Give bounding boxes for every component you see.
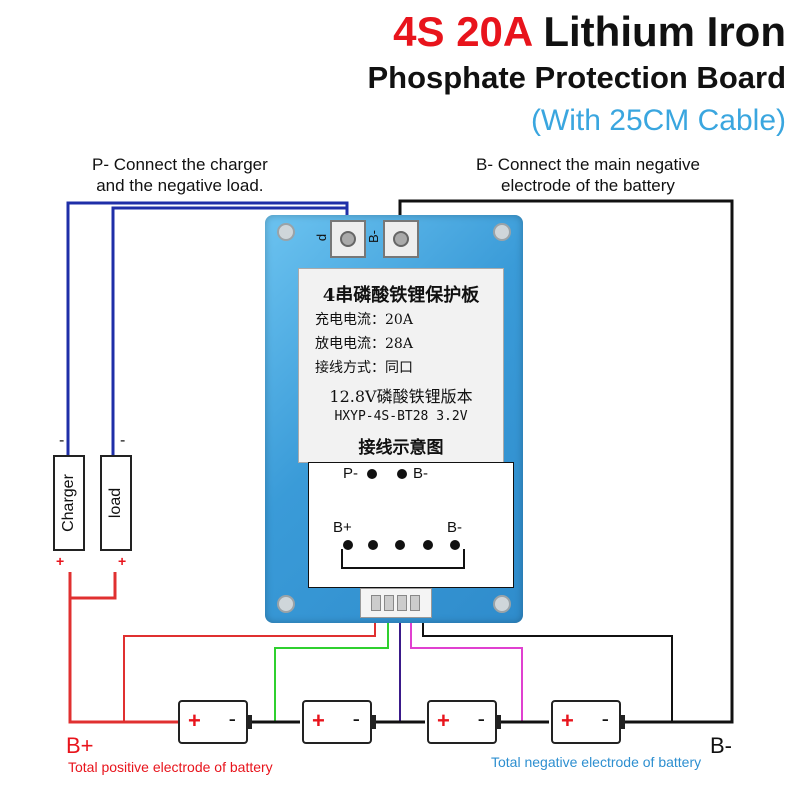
connector-pin [371, 595, 381, 611]
title-line1: 4S 20A Lithium Iron [393, 8, 786, 56]
battery-cell-4: +- [551, 700, 625, 744]
label-wiring-mode: 接线方式：同口 [315, 360, 413, 376]
mount-hole [277, 595, 295, 613]
p-minus-note-line1: P- Connect the charger [92, 155, 268, 174]
label-charge-current: 充电电流：20A [315, 312, 413, 328]
battery-cell-3: +- [427, 700, 501, 744]
pin-dot [368, 540, 378, 550]
connector-pin [384, 595, 394, 611]
pin-label-b-minus-bottom: B- [447, 519, 462, 536]
cell-minus: - [352, 706, 360, 731]
cell-cap [496, 715, 501, 729]
label-model: HXYP-4S-BT28 3.2V [334, 409, 468, 424]
p-minus-terminal[interactable] [330, 220, 366, 258]
pin-dot [423, 540, 433, 550]
terminal-label-d: d [314, 233, 330, 242]
pin-dot [397, 469, 407, 479]
balance-wire-magenta [410, 616, 523, 722]
cell-minus: - [601, 706, 609, 731]
b-minus-note-line1: B- Connect the main negative [476, 155, 700, 174]
load-minus-sign: - [120, 432, 126, 449]
positive-electrode-description: Total positive electrode of battery [68, 759, 273, 775]
title-black-part: Lithium Iron [543, 8, 786, 55]
cell-plus: + [312, 708, 325, 733]
battery-cell-2: +- [302, 700, 376, 744]
cell-cap [371, 715, 376, 729]
connector-pin [397, 595, 407, 611]
terminal-nut [340, 231, 356, 247]
label-diagram-title: 接线示意图 [358, 438, 444, 458]
pin-label-b-plus: B+ [333, 519, 352, 536]
title-line2: Phosphate Protection Board [367, 60, 786, 95]
b-minus-main-wire [398, 199, 734, 724]
b-minus-note: B- Connect the main negative electrode o… [476, 154, 700, 196]
b-minus-terminal[interactable] [383, 220, 419, 258]
p-minus-note-line2: and the negative load. [96, 176, 264, 195]
label-discharge-current: 放电电流：28A [315, 336, 413, 352]
charger-label: Charger [60, 474, 77, 532]
load-plus-wire [70, 572, 117, 600]
b-plus-main-wire [68, 572, 178, 724]
battery-total-positive-label: B+ [66, 733, 94, 758]
pin-dot [395, 540, 405, 550]
p-minus-wire-load [111, 206, 347, 455]
label-heading: 4串磷酸铁锂保护板 [322, 285, 480, 306]
mount-hole [277, 223, 295, 241]
load-box: load [100, 455, 132, 551]
cell-minus: - [477, 706, 485, 731]
battery-cell-1: +- [178, 700, 252, 744]
cell-plus: + [437, 708, 450, 733]
cell-plus: + [188, 708, 201, 733]
title-line3: (With 25CM Cable) [530, 104, 786, 137]
pin-label-p-minus: P- [343, 465, 358, 482]
battery-total-negative-label: B- [710, 733, 732, 758]
cell-plus: + [561, 708, 574, 733]
load-label: load [107, 487, 124, 519]
p-minus-note: P- Connect the charger and the negative … [92, 154, 268, 196]
connector-pin [410, 595, 420, 611]
board-label: 4串磷酸铁锂保护板 充电电流：20A 放电电流：28A 接线方式：同口 12.8… [298, 268, 504, 463]
load-plus-sign: + [118, 553, 127, 569]
pin-diagram: P- B- B+ B- [308, 462, 514, 588]
pin-dot [367, 469, 377, 479]
pin-dot [450, 540, 460, 550]
balance-wire-black [422, 616, 673, 722]
title-red-part: 4S 20A [393, 8, 532, 55]
terminal-label-b-minus: B- [366, 230, 381, 243]
charger-box: Charger [53, 455, 85, 551]
cell-cap [247, 715, 252, 729]
balance-wire-green [274, 616, 389, 722]
label-version: 12.8V磷酸铁锂版本 [329, 387, 473, 406]
pin-bracket [341, 549, 465, 569]
negative-electrode-description: Total negative electrode of battery [491, 754, 702, 770]
mount-hole [493, 595, 511, 613]
charger-minus-sign: - [59, 432, 65, 449]
b-minus-note-line2: electrode of the battery [501, 176, 675, 195]
terminal-nut [393, 231, 409, 247]
balance-wire-red [123, 616, 376, 722]
balance-connector[interactable] [360, 588, 432, 618]
mount-hole [493, 223, 511, 241]
cell-minus: - [228, 706, 236, 731]
charger-plus-sign: + [56, 553, 65, 569]
pin-label-b-minus-top: B- [413, 465, 428, 482]
cell-cap [620, 715, 625, 729]
pin-dot [343, 540, 353, 550]
